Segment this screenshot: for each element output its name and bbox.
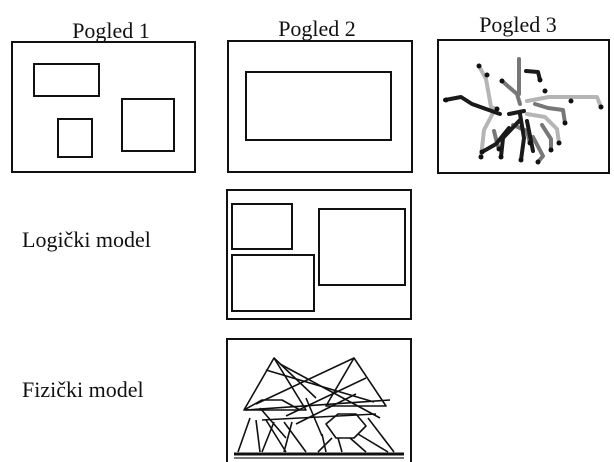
view-1-box-bottom: [57, 118, 93, 158]
logical-model-box-bottom-left: [231, 254, 315, 312]
view-1-box-right: [121, 98, 175, 152]
view-3-title: Pogled 3: [479, 12, 557, 37]
physical-model-label: Fizički model: [22, 377, 144, 402]
logical-model-box-top-left: [231, 203, 293, 250]
view-1-title: Pogled 1: [72, 18, 150, 43]
view-1-box-top-left: [33, 63, 100, 97]
logical-model-label: Logički model: [22, 227, 151, 252]
view-2-box: [245, 71, 392, 141]
physical-model-diagram: [226, 338, 412, 462]
logical-model-box-right: [318, 208, 406, 286]
view-2-diagram: [227, 40, 413, 173]
logical-model-diagram: [226, 189, 412, 320]
view-2-title: Pogled 2: [278, 16, 356, 41]
view-3-network-diagram: [437, 39, 610, 174]
view-1-diagram: [11, 41, 196, 173]
